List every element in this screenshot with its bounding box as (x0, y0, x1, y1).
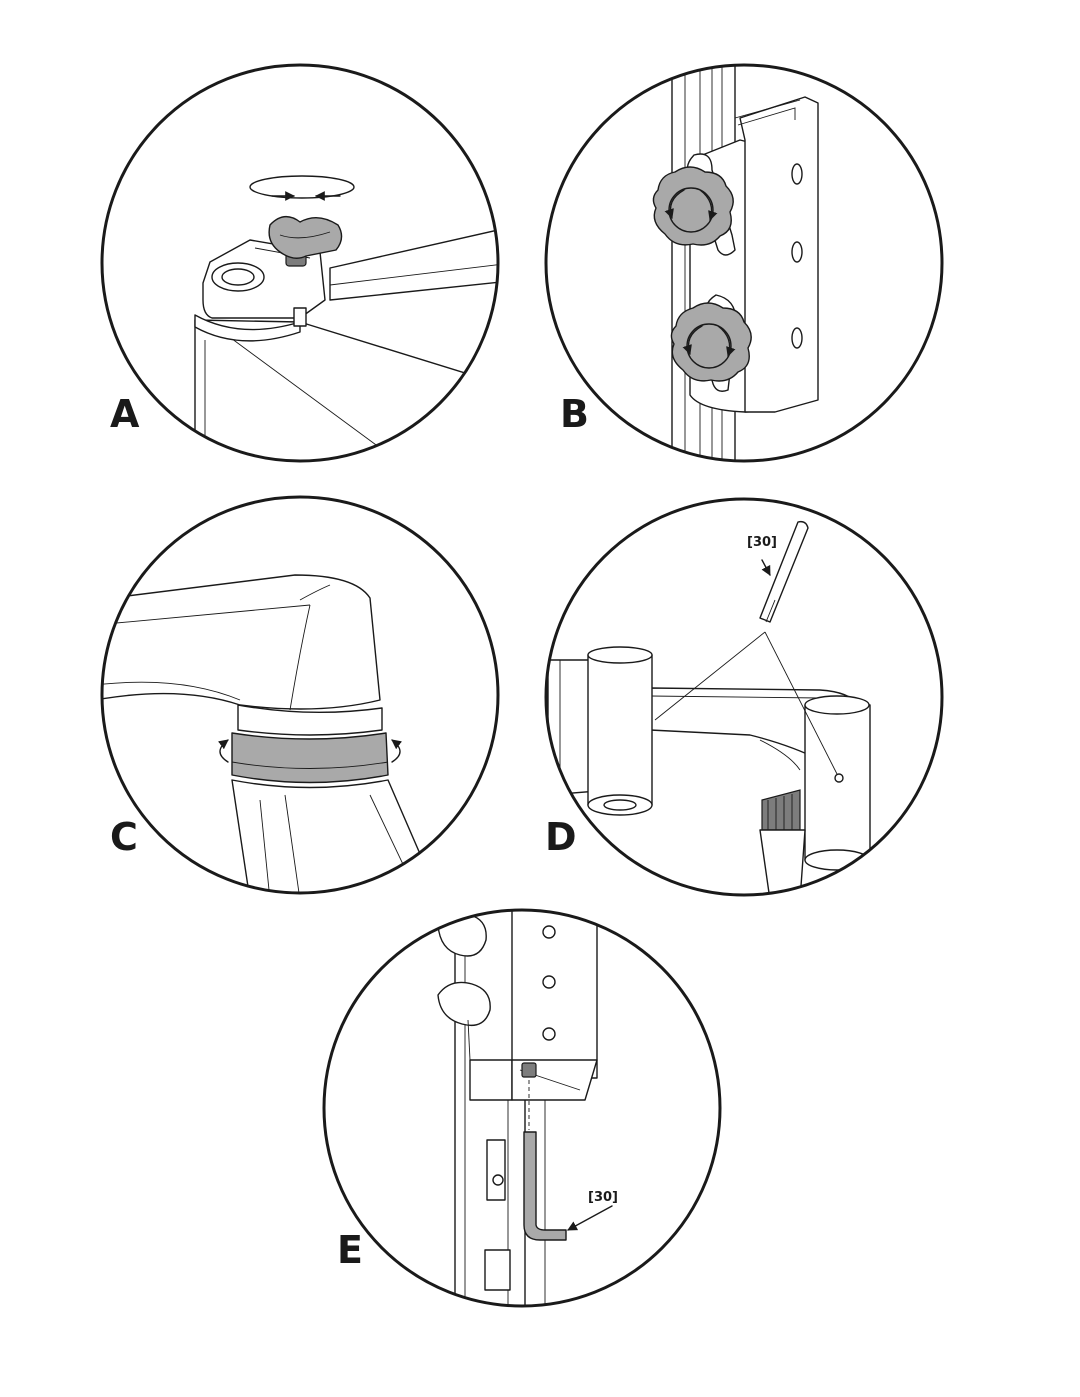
hex-key-icon (759, 520, 809, 623)
panel-a-artwork (194, 216, 498, 461)
panel-e: [30] E (322, 908, 722, 1308)
panel-b-label: B (560, 392, 589, 436)
panel-d-frame (544, 497, 944, 897)
panel-c-label: C (110, 815, 138, 859)
rotation-ellipse-icon (249, 175, 355, 199)
panel-d-artwork (547, 646, 871, 895)
panel-a-label: A (110, 392, 140, 436)
panel-a-frame (100, 63, 500, 463)
panel-e-label: E (337, 1228, 363, 1272)
panel-c: C (100, 495, 500, 895)
panel-b: B (544, 63, 944, 463)
panel-d: [30] D (544, 497, 944, 897)
adjustment-ring-icon (231, 732, 389, 784)
panel-c-artwork (102, 574, 441, 893)
panel-e-artwork (437, 910, 598, 1306)
panel-d-callout: [30] (747, 535, 777, 550)
rotate-arrow-icon (218, 739, 229, 763)
panel-b-artwork (652, 65, 819, 461)
panel-e-callout: [30] (588, 1190, 618, 1205)
panel-d-label: D (545, 815, 577, 859)
rotate-arrow-icon (391, 739, 402, 763)
panel-e-frame (322, 908, 722, 1308)
l-hex-key-icon (523, 1131, 567, 1241)
panel-a: A (100, 63, 500, 463)
panel-c-frame (100, 495, 500, 895)
panel-b-frame (544, 63, 944, 463)
